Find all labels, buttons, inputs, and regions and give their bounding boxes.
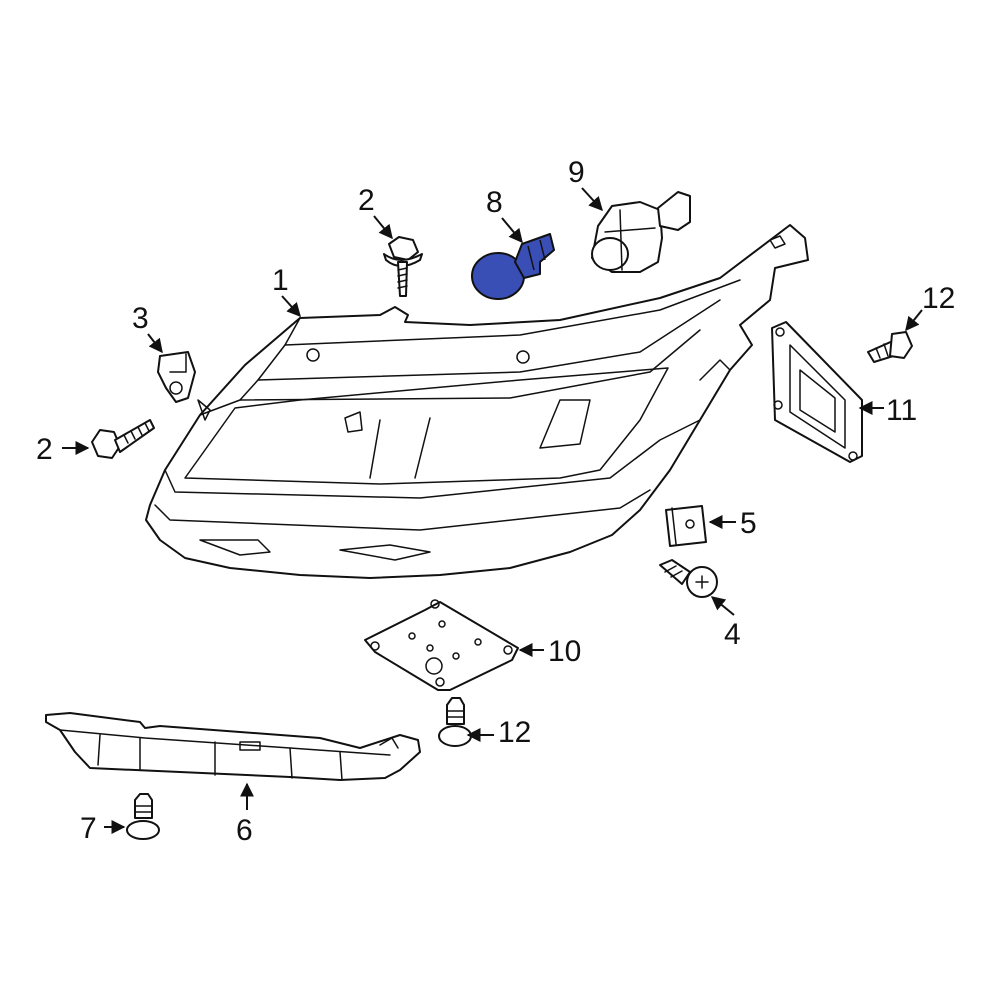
callout-7: 7 (80, 812, 97, 845)
callout-4: 4 (724, 618, 741, 651)
push-pin[interactable] (126, 793, 160, 840)
callout-8: 8 (486, 186, 503, 219)
bolt-right[interactable] (867, 331, 913, 363)
bracket-clip[interactable] (157, 351, 196, 403)
control-module[interactable] (771, 321, 863, 463)
callout-12-lower: 12 (498, 716, 531, 749)
gasket-plate[interactable] (364, 599, 519, 691)
callout-9: 9 (568, 156, 585, 189)
callout-2-top: 2 (358, 184, 375, 217)
clip-nut[interactable] (665, 505, 707, 547)
mounting-bracket[interactable] (45, 712, 421, 781)
callout-1: 1 (272, 264, 289, 297)
bolt-lower[interactable] (438, 697, 472, 747)
callout-labels: 1 2 2 3 4 5 6 7 8 9 10 11 12 12 (36, 156, 955, 847)
callout-12-right: 12 (922, 282, 955, 315)
callout-5: 5 (740, 507, 757, 540)
halogen-bulb[interactable] (591, 191, 691, 273)
callout-2-left: 2 (36, 433, 53, 466)
callout-6: 6 (236, 814, 253, 847)
screw[interactable] (659, 559, 718, 598)
bolt-left[interactable] (91, 419, 155, 459)
leader-arrows (62, 187, 923, 834)
callout-10: 10 (548, 635, 581, 668)
bulb-highlighted[interactable] (471, 233, 555, 300)
bolt-upper[interactable] (383, 236, 423, 297)
callout-3: 3 (132, 302, 149, 335)
headlamp-assembly[interactable] (145, 224, 809, 579)
callout-11: 11 (886, 394, 917, 427)
